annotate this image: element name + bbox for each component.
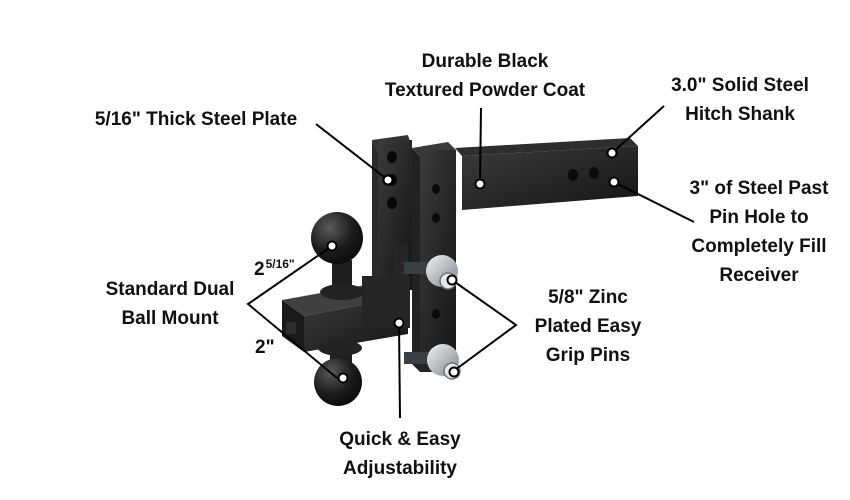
callout-line: Durable Black (421, 51, 549, 72)
dual-ball-leader (246, 245, 338, 379)
callout-line: Plated Easy (534, 316, 642, 337)
steel-plate-leader (315, 123, 389, 181)
bottom-ball-collar (318, 340, 362, 356)
callout-dot (448, 366, 460, 378)
hitch-shank-leader (611, 105, 665, 154)
callout-dot (326, 240, 338, 252)
shank-hole (568, 169, 578, 181)
callout-line: 3" of Steel Past (689, 178, 829, 199)
adjustability-leader (398, 322, 401, 419)
callout-lines (246, 105, 695, 419)
callout-line: Pin Hole to (709, 207, 809, 228)
hitch-shank (455, 138, 638, 210)
callout-zinc-pins: 5/8" Zinc Plated Easy Grip Pins (518, 283, 658, 370)
callout-steel-past-pin: 3" of Steel Past Pin Hole to Completely … (676, 174, 842, 290)
callout-hitch-shank: 3.0" Solid Steel Hitch Shank (652, 71, 828, 129)
top-ball-collar (320, 284, 364, 300)
callout-line: Standard Dual (105, 279, 235, 300)
callout-steel-plate: 5/16" Thick Steel Plate (80, 105, 312, 134)
callout-dot (474, 178, 486, 190)
upright-hole (432, 213, 440, 223)
bottom-ball-size: 2" (255, 337, 275, 358)
zinc-pins-leader (451, 279, 518, 371)
callout-dot (337, 372, 349, 384)
top-ball-size-fraction: 5/16" (265, 257, 295, 271)
callout-dot (382, 174, 394, 186)
callout-line: Quick & Easy (339, 429, 461, 450)
callout-line: Hitch Shank (685, 104, 795, 125)
callout-dot (606, 147, 618, 159)
callout-dots (326, 147, 620, 384)
powder-coat-leader (479, 107, 482, 185)
callout-line: Textured Powder Coat (384, 80, 586, 101)
callout-line: 5/8" Zinc (548, 287, 628, 308)
upright-hole (432, 184, 440, 194)
callout-dual-ball: Standard Dual Ball Mount (90, 275, 250, 333)
plate-hole (387, 197, 397, 209)
callout-line: 3.0" Solid Steel (671, 75, 809, 96)
callout-line: Receiver (719, 265, 799, 286)
callout-dot (608, 176, 620, 188)
top-ball-size-label: 25/16" (254, 257, 295, 281)
callout-dot (446, 274, 458, 286)
upright-hole (432, 309, 440, 319)
callout-line: Completely Fill (691, 236, 827, 257)
callout-line: Grip Pins (545, 345, 631, 366)
callout-line: 5/16" Thick Steel Plate (94, 109, 298, 130)
steel-past-pin-leader (613, 181, 695, 223)
top-ball-size-whole: 2 (254, 259, 265, 280)
plate-hole (387, 151, 397, 163)
callout-line: Adjustability (342, 458, 457, 479)
callout-line: Ball Mount (121, 308, 219, 329)
callout-adjustability: Quick & Easy Adjustability (320, 425, 480, 483)
shank-hole (589, 167, 599, 179)
callout-dot (393, 317, 405, 329)
callout-powder-coat: Durable Black Textured Powder Coat (370, 47, 600, 105)
bottom-ball-size-label: 2" (255, 337, 275, 359)
